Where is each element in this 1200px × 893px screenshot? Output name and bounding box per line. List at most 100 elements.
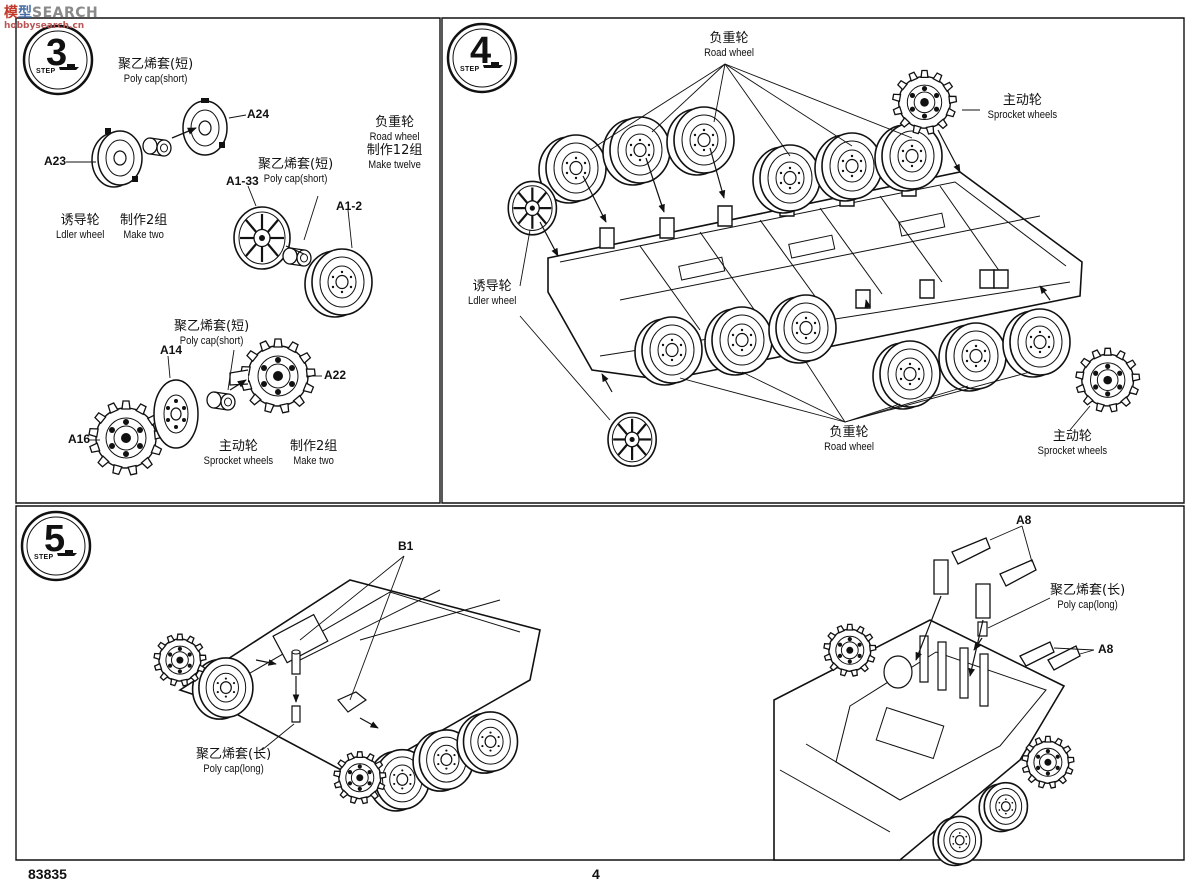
panel-step5-frame <box>16 506 1184 860</box>
step3-badge-circle <box>24 26 92 94</box>
step3-poly-cap-short-label-2: 聚乙烯套(短) Poly cap(short) <box>258 157 334 186</box>
step5-badge: 5 STEP <box>22 512 90 580</box>
step3-road-wheel-a23 <box>92 128 142 187</box>
part-a8-top: A8 <box>1016 513 1032 527</box>
panel-frames <box>16 18 1184 860</box>
watermark-part1: 模 <box>4 5 18 21</box>
step4-road-wheel-near-6 <box>1002 308 1071 378</box>
watermark-part3: SEARCH <box>32 5 99 21</box>
step4-road-wheel-far-3 <box>666 106 735 176</box>
step5-poly-cap-long-right-zh: 聚乙烯套(长) <box>1050 583 1126 598</box>
step3-make-twelve-en: Make twelve <box>368 158 421 171</box>
step3-sprocket-zh: 主动轮 <box>218 439 258 454</box>
step3-make-twelve-zh: 制作12组 <box>366 142 423 158</box>
part-a24: A24 <box>247 107 270 121</box>
step5-left-sprocket <box>153 633 207 687</box>
part-b1: B1 <box>398 539 414 553</box>
step3-sprocket-en: Sprocket wheels <box>203 454 274 467</box>
part-a16: A16 <box>68 432 91 446</box>
step4-label: STEP <box>460 66 480 73</box>
step4-sprocket-bottom-label: 主动轮 Sprocket wheels <box>1032 429 1113 458</box>
step4-road-wheel-top-label: 负重轮 Road wheel <box>700 31 758 60</box>
step3-road-wheel-zh: 负重轮 <box>375 115 415 130</box>
step3-poly-cap-3 <box>206 391 236 411</box>
step5-hull-left <box>153 556 540 812</box>
part-a8-right: A8 <box>1098 642 1114 656</box>
step3-poly-cap-short-en-2: Poly cap(short) <box>263 172 328 185</box>
step3-make-two-zh-1: 制作2组 <box>120 213 168 228</box>
step5-left-poly-cap <box>292 650 300 722</box>
step3-poly-cap-short-en-3: Poly cap(short) <box>179 334 244 347</box>
step3-sprocket-a16 <box>88 400 164 476</box>
step4-sprocket-far <box>891 69 958 135</box>
step3-poly-cap-short-label-1: 聚乙烯套(短) Poly cap(short) <box>118 57 194 86</box>
part-a14: A14 <box>160 343 183 357</box>
step4-idler-en: Ldler wheel <box>467 294 517 307</box>
step3-make-two-en-2: Make two <box>293 454 334 467</box>
step5-poly-cap-long-right-label: 聚乙烯套(长) Poly cap(long) <box>1050 583 1126 612</box>
watermark-part2: 型 <box>18 5 32 21</box>
step4-road-wheel-top-en: Road wheel <box>704 46 755 59</box>
step3-road-wheel-en: Road wheel <box>369 130 420 143</box>
step3-poly-cap-short-zh-2: 聚乙烯套(短) <box>258 157 334 172</box>
step3-make-two-en-1: Make two <box>123 228 164 241</box>
step5-number: 5 <box>44 518 66 560</box>
step4-number: 4 <box>470 30 492 72</box>
step4-sprocket-top-en: Sprocket wheels <box>987 108 1058 121</box>
part-a22: A22 <box>324 368 347 382</box>
part-a1-33: A1-33 <box>226 174 259 188</box>
step3-sprocket-a22 <box>230 338 316 414</box>
step4-idler-far <box>507 180 558 236</box>
step3-idler-zh: 诱导轮 <box>60 213 100 228</box>
step5-right-sprocket-top <box>823 623 877 677</box>
step5-badge-circle <box>22 512 90 580</box>
step3-number: 3 <box>46 32 68 74</box>
watermark-sub: hobbysearch.cn <box>4 21 85 31</box>
step3-poly-cap-short-zh-3: 聚乙烯套(短) <box>174 319 250 334</box>
part-a23: A23 <box>44 154 67 168</box>
step5-poly-cap-long-left-zh: 聚乙烯套(长) <box>196 747 272 762</box>
step4-sprocket-bottom-en: Sprocket wheels <box>1037 444 1108 457</box>
step3-sprocket-ring-a14 <box>154 380 198 448</box>
step4-road-wheel-far-2 <box>602 116 671 186</box>
step3-poly-cap-short-en-1: Poly cap(short) <box>123 72 188 85</box>
step3-road-wheel-a24 <box>183 98 227 155</box>
step3-sprocket-label: 主动轮 Sprocket wheels <box>198 439 279 468</box>
step3-poly-cap-short-zh-1: 聚乙烯套(短) <box>118 57 194 72</box>
step4-road-wheel-near-3 <box>768 294 837 364</box>
panel-step3-frame <box>16 18 440 503</box>
step3-idler-label: 诱导轮 Ldler wheel <box>52 213 108 242</box>
step5-right-road-wheel-2 <box>932 815 982 867</box>
page-number: 4 <box>592 866 600 882</box>
step3-road-wheel-label: 负重轮 Road wheel 制作12组 Make twelve <box>364 115 425 171</box>
step5-poly-cap-long-left-en: Poly cap(long) <box>203 762 264 775</box>
step4-road-wheel-bottom-zh: 负重轮 <box>829 425 869 440</box>
step5-a8-arm-3 <box>1020 642 1080 670</box>
step4-idler-zh: 诱导轮 <box>472 279 512 294</box>
step4-badge-circle <box>448 24 516 92</box>
step3-badge: 3 STEP <box>24 26 92 94</box>
step4-road-wheel-top-zh: 负重轮 <box>709 31 749 46</box>
step3-make-two-label-1: 制作2组 Make two <box>120 213 168 242</box>
step4-sprocket-top-zh: 主动轮 <box>1002 93 1042 108</box>
catalog-number: 83835 <box>28 866 67 882</box>
step3-poly-cap-1 <box>142 137 172 157</box>
part-a1-2: A1-2 <box>336 199 363 213</box>
step4-road-wheel-far-5 <box>814 132 883 202</box>
step3-make-two-label-2: 制作2组 Make two <box>290 439 338 468</box>
step5-hull-right <box>774 526 1094 867</box>
step4-road-wheel-bottom-en: Road wheel <box>824 440 875 453</box>
step3-make-two-zh-2: 制作2组 <box>290 439 338 454</box>
step4-sprocket-top-label: 主动轮 Sprocket wheels <box>982 93 1063 122</box>
step5-poly-cap-long-left-label: 聚乙烯套(长) Poly cap(long) <box>196 747 272 776</box>
step4-badge: 4 STEP <box>448 24 516 92</box>
step3-idler-en: Ldler wheel <box>55 228 105 241</box>
watermark: 模型SEARCH hobbysearch.cn <box>4 2 98 31</box>
step4-road-wheel-far-4 <box>752 144 821 214</box>
step3-label: STEP <box>36 68 56 75</box>
panel-step4-frame <box>442 18 1184 503</box>
step3-idler-wheel-a1-2 <box>304 248 373 318</box>
step4-sprocket-bottom-zh: 主动轮 <box>1052 429 1092 444</box>
step4-idler-near <box>607 411 658 468</box>
